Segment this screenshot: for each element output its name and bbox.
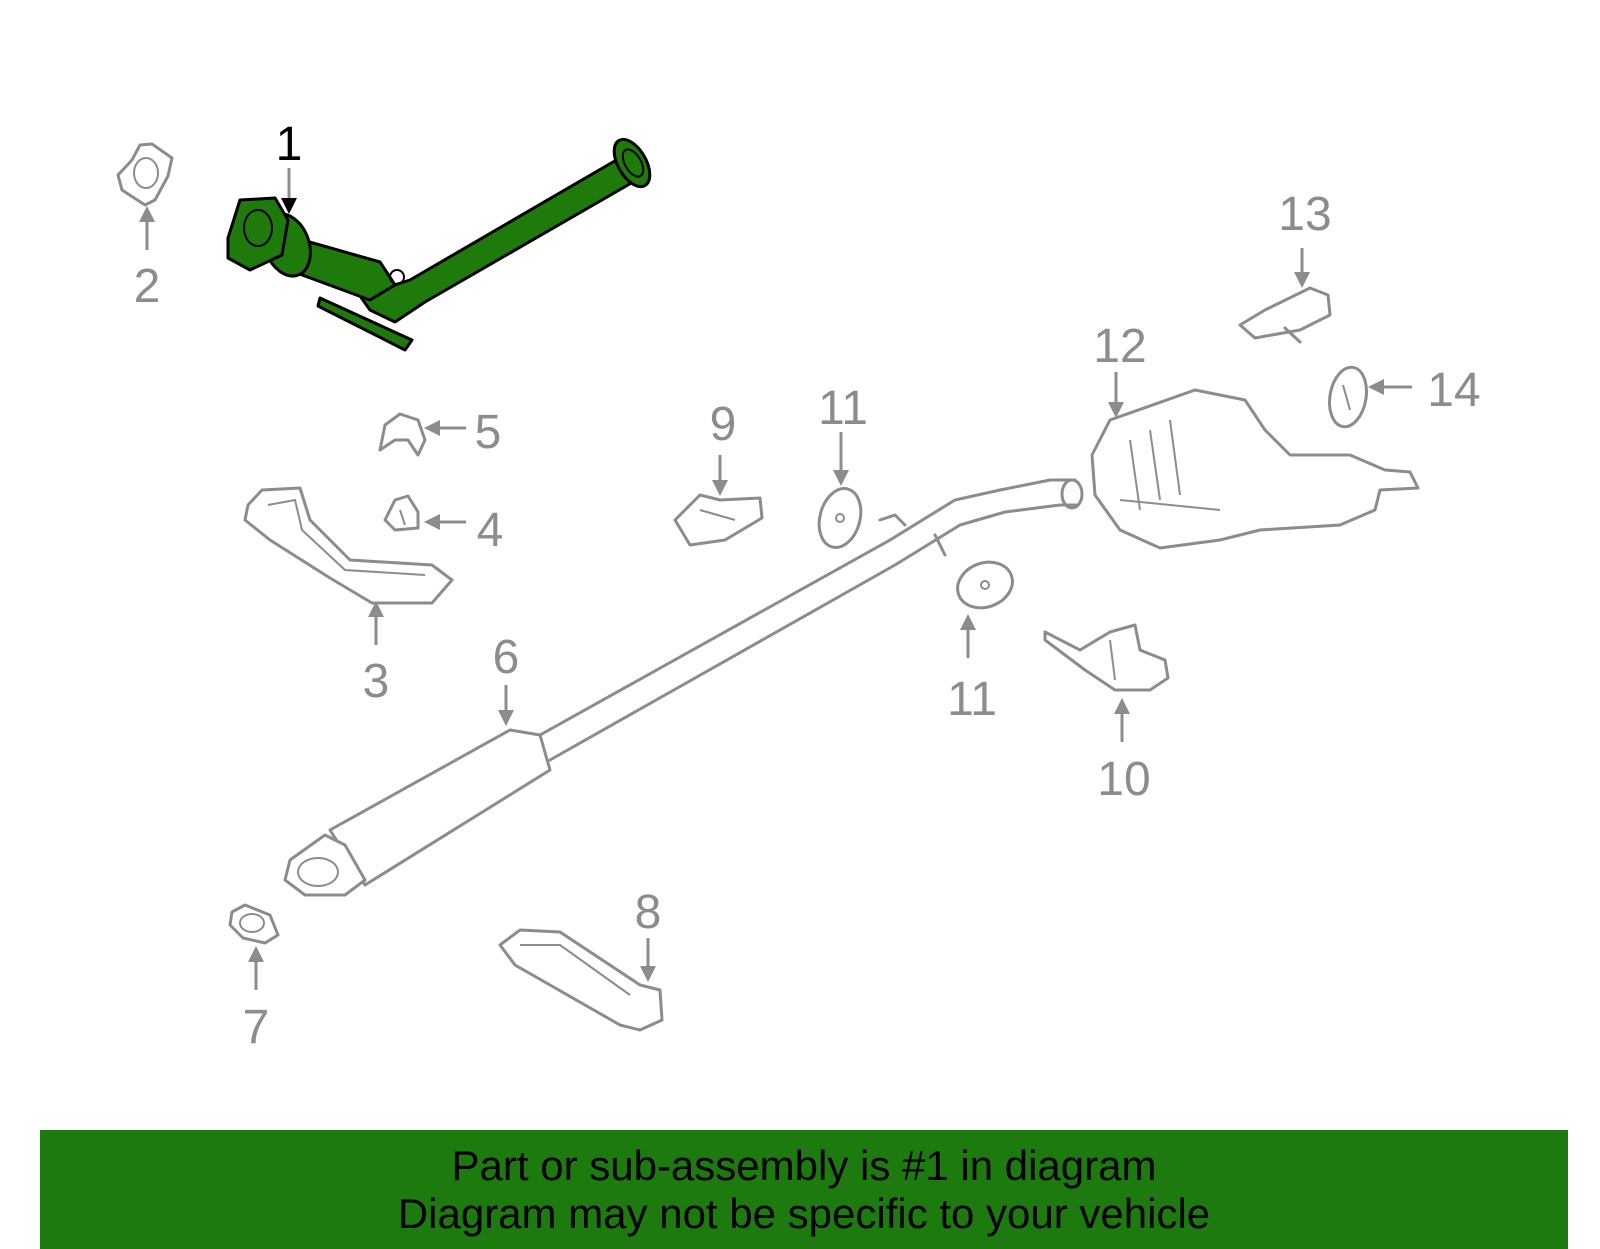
part-9-hanger-bracket[interactable] bbox=[673, 493, 764, 547]
part-1-front-pipe-catalytic-converter[interactable] bbox=[226, 133, 657, 352]
part-4-insulator[interactable] bbox=[383, 494, 420, 532]
callout-14[interactable]: 14 bbox=[1427, 364, 1480, 417]
callout-3[interactable]: 3 bbox=[363, 655, 390, 708]
part-2-gasket[interactable] bbox=[116, 142, 174, 207]
exhaust-parts-diagram: 1 2 3 4 5 6 7 8 9 10 11 11 12 13 14 bbox=[116, 118, 1481, 1054]
part-14-insulator[interactable] bbox=[1325, 364, 1371, 429]
callout-4[interactable]: 4 bbox=[477, 504, 504, 557]
part-5-insulator-cap[interactable] bbox=[378, 412, 427, 457]
callout-7[interactable]: 7 bbox=[243, 1001, 270, 1054]
part-8-heat-shield[interactable] bbox=[498, 928, 664, 1032]
banner-line-1: Part or sub-assembly is #1 in diagram bbox=[451, 1141, 1157, 1189]
callout-1[interactable]: 1 bbox=[276, 118, 303, 171]
callout-2[interactable]: 2 bbox=[134, 260, 161, 313]
callout-12[interactable]: 12 bbox=[1093, 320, 1146, 373]
banner-line-2: Diagram may not be specific to your vehi… bbox=[397, 1189, 1211, 1237]
part-11-insulator-upper[interactable] bbox=[813, 484, 867, 552]
callout-11-lower[interactable]: 11 bbox=[947, 673, 997, 726]
callout-9[interactable]: 9 bbox=[710, 398, 737, 451]
part-10-bracket[interactable] bbox=[1043, 623, 1170, 692]
callout-11-upper[interactable]: 11 bbox=[818, 382, 868, 435]
part-13-hanger[interactable] bbox=[1238, 286, 1332, 344]
info-banner: Part or sub-assembly is #1 in diagram Di… bbox=[40, 1130, 1568, 1249]
part-12-rear-muffler[interactable] bbox=[1090, 388, 1420, 550]
callout-10[interactable]: 10 bbox=[1097, 753, 1150, 806]
callout-13[interactable]: 13 bbox=[1278, 188, 1331, 241]
callout-arrows bbox=[139, 168, 1412, 990]
callout-8[interactable]: 8 bbox=[635, 886, 662, 939]
callout-5[interactable]: 5 bbox=[475, 406, 502, 459]
part-6-intermediate-pipe-resonator[interactable] bbox=[283, 478, 1084, 897]
callout-6[interactable]: 6 bbox=[493, 631, 520, 684]
part-7-gasket[interactable] bbox=[228, 903, 280, 945]
part-3-bracket[interactable] bbox=[243, 486, 454, 605]
part-11-insulator-lower[interactable] bbox=[951, 555, 1019, 615]
